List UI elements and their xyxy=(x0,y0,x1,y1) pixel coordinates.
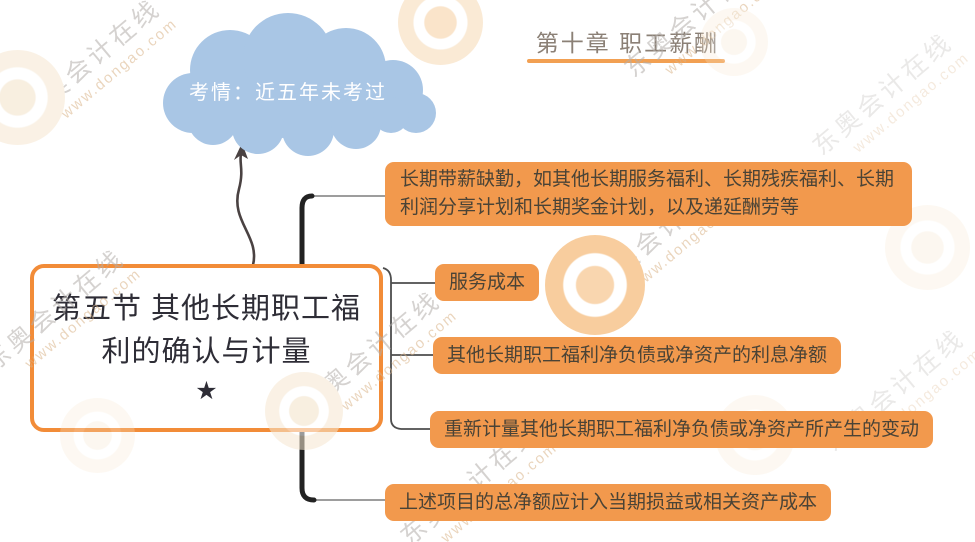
main-topic-title: 第五节 其他长期职工福利的确认与计量 xyxy=(51,293,362,368)
chapter-heading: 第十章 职工薪酬 xyxy=(535,30,720,56)
branch-remeasurement-changes: 重新计量其他长期职工福利净负债或净资产所产生的变动 xyxy=(430,411,934,448)
exam-note-cloud: 考情：近五年未考过 xyxy=(138,13,438,156)
importance-star-icon: ★ xyxy=(195,377,218,405)
exam-note-label: 考情：近五年未考过 xyxy=(189,82,387,104)
branch-long-term-paid-absence: 长期带薪缺勤，如其他长期服务福利、长期残疾福利、长期利润分享计划和长期奖金计划，… xyxy=(385,162,912,226)
chapter-underline xyxy=(527,59,725,63)
main-topic-node: 第五节 其他长期职工福利的确认与计量 ★ xyxy=(30,264,383,432)
branch-service-cost: 服务成本 xyxy=(435,264,540,301)
branch-total-net-amount: 上述项目的总净额应计入当期损益或相关资产成本 xyxy=(385,484,832,521)
cloud-shape-icon xyxy=(163,13,436,156)
arrow-to-cloud xyxy=(234,143,256,266)
branch-net-interest: 其他长期职工福利净负债或净资产的利息净额 xyxy=(433,337,842,374)
